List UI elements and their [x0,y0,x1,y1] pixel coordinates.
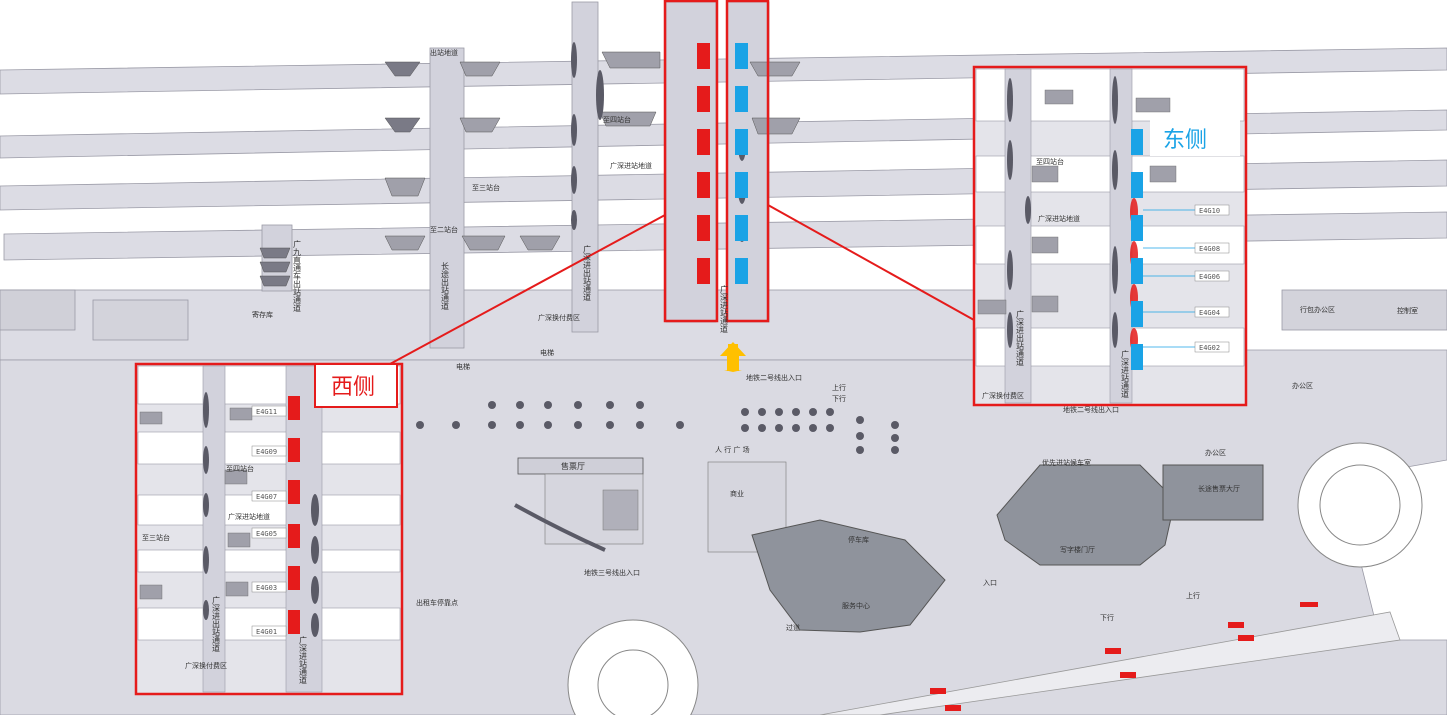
west-label-entry-channel: 广深进站通道 [299,635,308,685]
label-platform3: 至三站台 [472,183,500,192]
label-gs-inout: 广深进出站通道 [583,244,592,302]
east-title: 东侧 [1163,128,1207,153]
label-passage: 过道 [786,623,800,632]
plaza-pillars [416,401,899,454]
east-markers [1131,129,1143,370]
label-luggage: 寄存库 [252,310,273,319]
east-label-entry-channel: 广深进站通道 [1121,349,1130,399]
east-code: E4G06 [1199,273,1220,281]
center-east-markers [735,43,748,284]
label-gs-tunnel: 广深进站地道 [610,161,652,170]
label-long-exit: 长途出站通道 [441,261,450,311]
center-west-markers [697,43,710,284]
label-up2: 上行 [1186,591,1200,600]
label-down2: 下行 [1100,613,1114,622]
label-exit-tunnel: 出站地道 [430,48,458,57]
west-label-exit-channel: 广深进出站通道 [212,595,221,653]
label-office-tower: 写字楼门厅 [1060,545,1095,554]
east-inset: E4G10 E4G08 E4G06 E4G04 E4G02 至四站台 广深进站地… [972,65,1248,414]
label-up: 上行 [832,383,846,392]
label-ticket-hall: 售票厅 [561,461,585,471]
label-office-area: 办公区 [1205,448,1226,457]
label-luggage-office: 行包办公区 [1300,305,1335,314]
west-label-gs-tunnel: 广深进站地道 [228,512,270,521]
label-parking: 停车库 [848,535,869,544]
label-office-area-b: 办公区 [1292,381,1313,390]
label-gj-exit: 广九直通车出站通道 [293,239,302,313]
west-inset: E4G11 E4G09 E4G07 E4G05 E4G03 E4G01 至四站台… [134,362,404,696]
east-code: E4G04 [1199,309,1220,317]
map-labels: 出站地道 至四站台 至三站台 至二站台 广深进站地道 寄存库 广深换付费区 电梯… [252,48,1418,632]
west-label-platform4: 至四站台 [226,464,254,473]
roundabouts [567,442,1423,719]
label-metro3: 地铁三号线出入口 [584,568,640,577]
label-long-distance-hall: 长途售票大厅 [1198,484,1240,493]
office-tower [996,464,1176,566]
west-code: E4G01 [256,628,277,636]
ticket-hall [514,457,644,552]
label-priority-wait: 优先进站候车室 [1042,458,1091,467]
east-label-gs-tunnel: 广深进站地道 [1038,214,1080,223]
west-code: E4G03 [256,584,277,592]
label-gs-transfer: 广深换付费区 [538,313,580,322]
label-plaza: 人 行 广 场 [715,445,750,454]
west-code: E4G09 [256,448,277,456]
label-elevator: 电梯 [540,348,554,357]
west-label-transfer: 广深换付费区 [185,661,227,670]
west-codes: E4G11 E4G09 E4G07 E4G05 E4G03 E4G01 [251,405,287,637]
east-label-exit-channel: 广深进出站通道 [1016,309,1025,367]
east-label-transfer: 广深换付费区 [982,391,1024,400]
label-commerce: 商业 [730,489,744,498]
west-label-platform3: 至三站台 [142,533,170,542]
east-codes: E4G10 E4G08 E4G06 E4G04 E4G02 [1194,204,1230,353]
label-gs-in-main: 广深进站通道 [720,284,729,334]
parking-building [751,519,946,633]
label-entrance: 入口 [983,579,997,587]
east-code: E4G08 [1199,245,1220,253]
stair-icons [259,51,801,287]
east-label-metro2: 地铁二号线出入口 [1063,405,1119,414]
west-code: E4G11 [256,408,277,416]
callout-lines [389,204,975,365]
east-code: E4G02 [1199,344,1220,352]
label-platform2: 至二站台 [430,225,458,234]
label-service: 服务中心 [842,601,870,610]
west-title: 西侧 [331,375,375,400]
label-control-room: 控制室 [1397,306,1418,315]
east-label-platform4: 至四站台 [1036,157,1064,166]
label-taxi: 出租车停靠点 [416,598,458,607]
label-down: 下行 [832,394,846,403]
west-code: E4G05 [256,530,277,538]
long-distance-hall [1162,464,1264,521]
east-code: E4G10 [1199,207,1220,215]
label-elevator-2: 电梯 [456,362,470,371]
label-metro2: 地铁二号线出入口 [746,373,802,382]
center-highlight [663,0,770,372]
label-platform4: 至四站台 [603,115,631,124]
west-markers [288,396,300,634]
west-code: E4G07 [256,493,277,501]
